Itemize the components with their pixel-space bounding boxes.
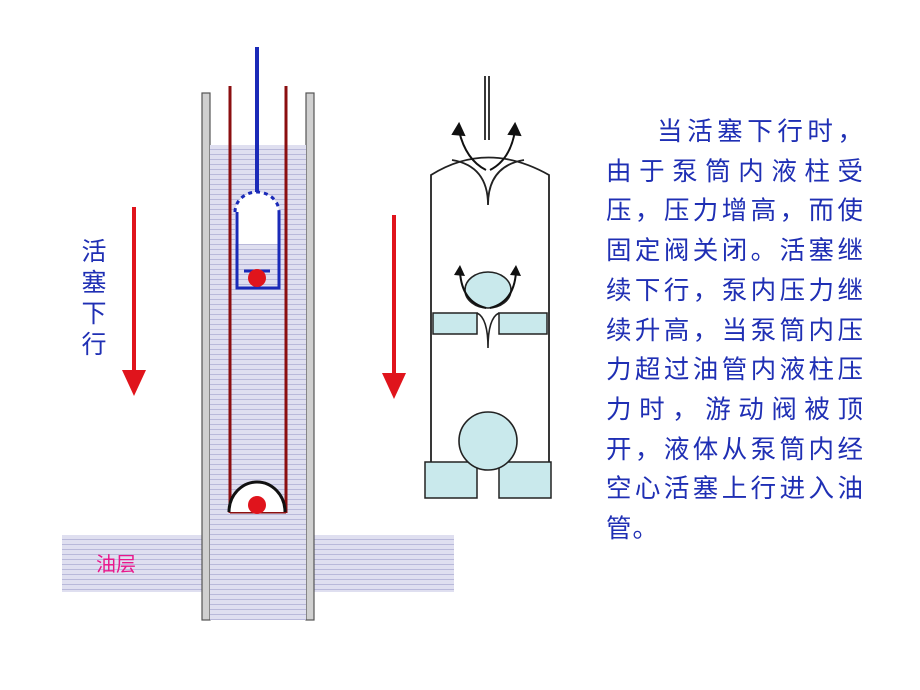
pump-schematic [430, 76, 550, 462]
schematic-standing-valve [424, 411, 552, 499]
down-arrow-left [122, 207, 146, 396]
pump-barrel [201, 92, 315, 621]
direction-label-char: 行 [81, 330, 107, 359]
outlet-arrows [451, 121, 522, 171]
explanation-text: 当活塞下行时，由于泵筒内液柱受压，压力增高，而使固定阀关闭。活塞继续下行，泵内压… [606, 117, 864, 545]
oil-layer-label: 油层 [96, 552, 136, 576]
standing-valve-ball [248, 496, 266, 514]
traveling-valve [233, 190, 281, 290]
traveling-valve-ball [248, 269, 266, 287]
direction-label: 活塞下行 [78, 236, 110, 360]
standing-valve [227, 480, 287, 514]
direction-label-char: 活 [81, 237, 107, 266]
down-arrow-middle [382, 215, 406, 399]
direction-label-char: 塞 [81, 268, 107, 297]
schematic-traveling-valve [432, 265, 548, 349]
direction-label-char: 下 [81, 299, 107, 328]
